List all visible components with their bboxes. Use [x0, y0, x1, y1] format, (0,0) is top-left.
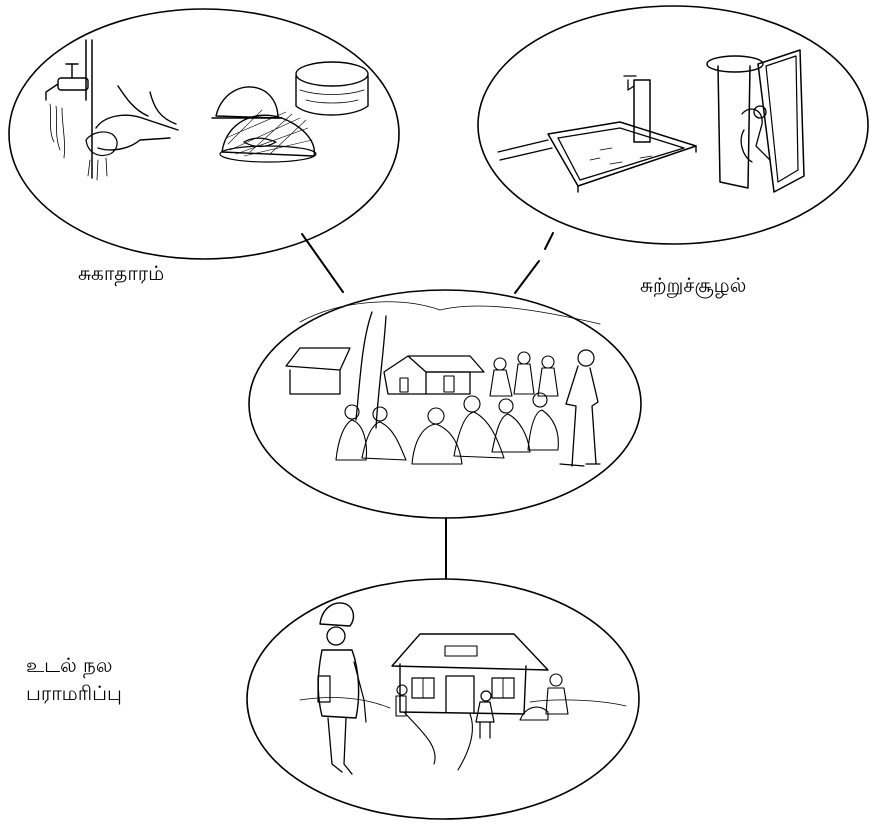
community-meeting-icon	[285, 301, 601, 467]
hygiene-circle-border	[8, 8, 400, 260]
community-circle	[248, 289, 642, 519]
environment-circle-border	[477, 5, 869, 245]
washing-hands-icon	[85, 85, 179, 181]
tap-icon	[45, 39, 93, 179]
water-standpipe-icon	[497, 75, 697, 193]
woman-with-basket-icon	[317, 602, 367, 775]
connector-environment-community	[514, 260, 540, 294]
hygiene-label: சுகாதாரம்	[78, 261, 165, 285]
latrine-icon	[706, 49, 805, 193]
connector-hygiene-community	[301, 233, 344, 293]
food-cover-icon	[211, 61, 369, 163]
people-at-clinic-icon	[395, 673, 569, 721]
health-care-label-line1: உடல் நல	[26, 653, 113, 677]
health-clinic-icon	[299, 633, 627, 771]
environment-label: சுற்றுச்சூழல்	[640, 273, 747, 297]
connector-environment-community-dash	[544, 232, 554, 250]
environment-circle	[477, 5, 869, 245]
health-care-label-line2: பராமரிப்பு	[26, 681, 122, 705]
healthcare-circle-border	[246, 578, 640, 820]
healthcare-circle	[246, 578, 640, 820]
community-circle-border	[248, 289, 642, 519]
hygiene-circle	[8, 8, 400, 260]
